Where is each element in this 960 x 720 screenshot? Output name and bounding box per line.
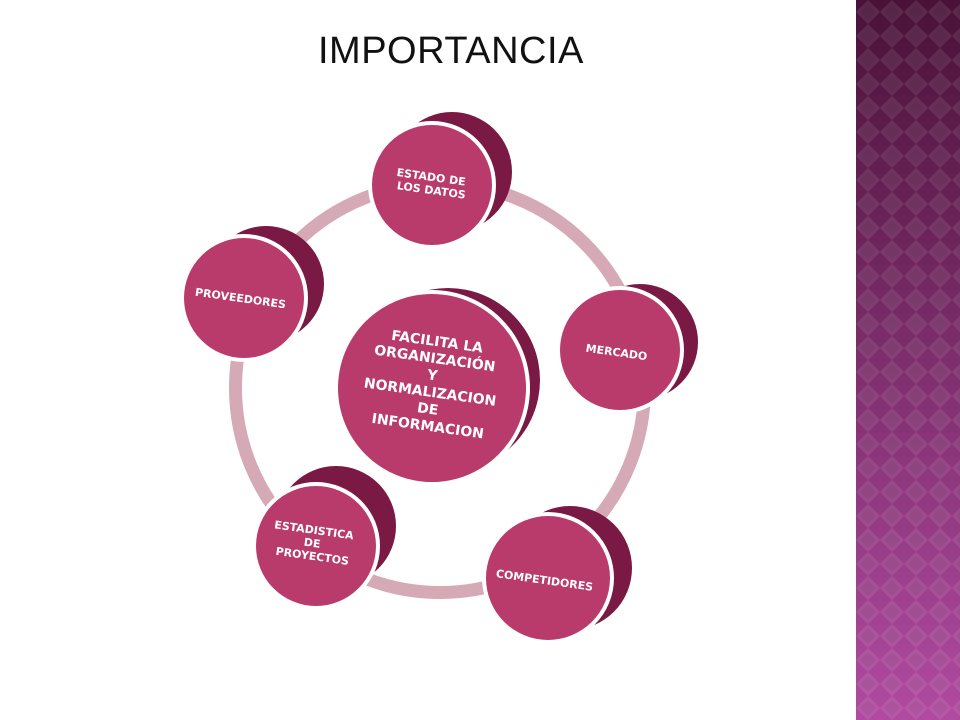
- node-estado-de-los-datos: ESTADO DE LOS DATOS: [368, 112, 512, 249]
- node-competidores: COMPETIDORES: [482, 506, 632, 644]
- node-proveedores: PROVEEDORES: [180, 226, 324, 362]
- center-label-line: Y: [425, 367, 439, 385]
- slide-title: IMPORTANCIA: [318, 30, 584, 72]
- center-node: FACILITA LA ORGANIZACIÓN Y NORMALIZACION…: [334, 288, 540, 486]
- cycle-diagram: FACILITA LA ORGANIZACIÓN Y NORMALIZACION…: [180, 112, 698, 644]
- decorative-side-band: [856, 0, 960, 720]
- node-mercado: MERCADO: [556, 284, 698, 414]
- node-estadistica-de-proyectos: ESTADISTICA DE PROYECTOS: [252, 466, 396, 610]
- center-label-line: DE: [416, 400, 439, 419]
